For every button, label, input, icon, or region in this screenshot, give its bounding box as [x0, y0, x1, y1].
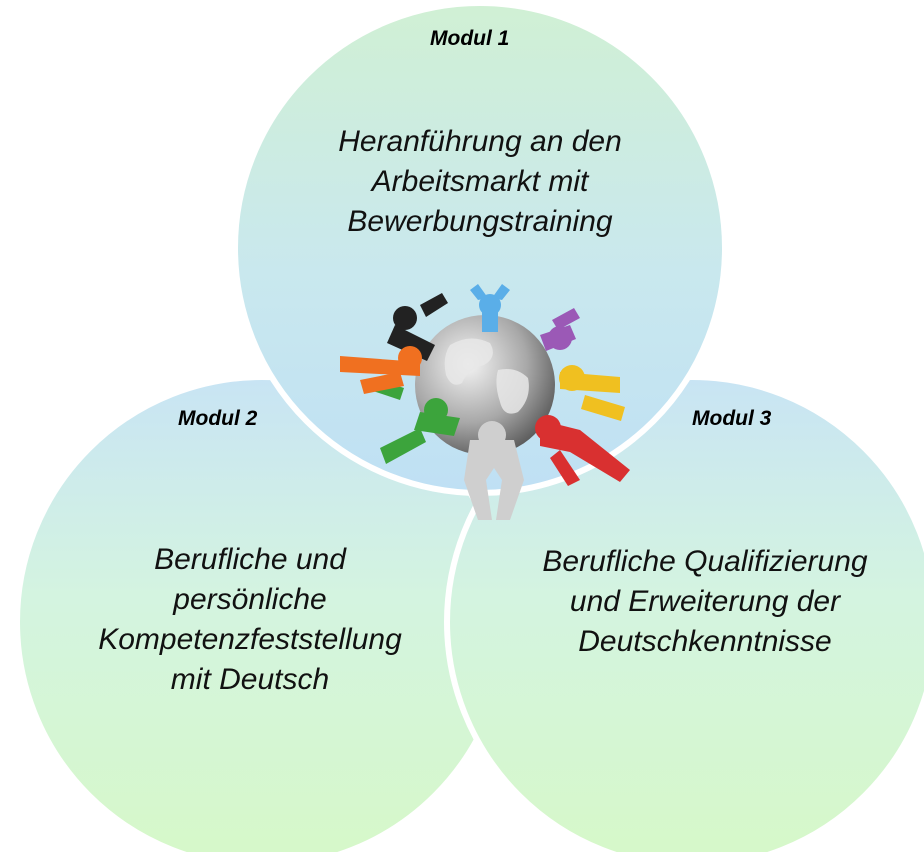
module-3-circle — [444, 374, 924, 852]
globe-continents — [444, 338, 529, 414]
module-2-description: Berufliche und persönliche Kompetenzfest… — [40, 540, 460, 700]
person-orange-icon — [340, 346, 422, 394]
person-red-icon — [535, 415, 630, 486]
person-blue-icon — [470, 284, 510, 332]
module-3-line: und Erweiterung der — [569, 585, 841, 618]
module-2-line: Kompetenzfeststellung — [98, 623, 402, 656]
module-2-line: mit Deutsch — [170, 663, 330, 696]
module-2-line: Berufliche und — [154, 543, 346, 576]
person-grey-icon — [464, 421, 524, 520]
module-1-label: Modul 1 — [430, 27, 510, 50]
module-3-label: Modul 3 — [692, 407, 772, 430]
person-purple-icon — [540, 308, 580, 351]
module-2-line: persönliche — [173, 583, 327, 616]
module-3-description: Berufliche Qualifizierung und Erweiterun… — [490, 542, 920, 662]
module-1-line: Bewerbungstraining — [347, 205, 613, 238]
person-black-icon — [387, 293, 448, 361]
module-3-line: Berufliche Qualifizierung — [542, 545, 868, 578]
module-1-description: Heranführung an den Arbeitsmarkt mit Bew… — [270, 122, 690, 242]
module-2-label: Modul 2 — [178, 407, 258, 430]
module-3-line: Deutschkenntnisse — [578, 625, 832, 658]
module-1-line: Arbeitsmarkt mit — [371, 165, 589, 198]
module-1-line: Heranführung an den — [338, 125, 622, 158]
globe-people-icon — [340, 284, 630, 520]
person-yellow-icon — [559, 365, 625, 421]
